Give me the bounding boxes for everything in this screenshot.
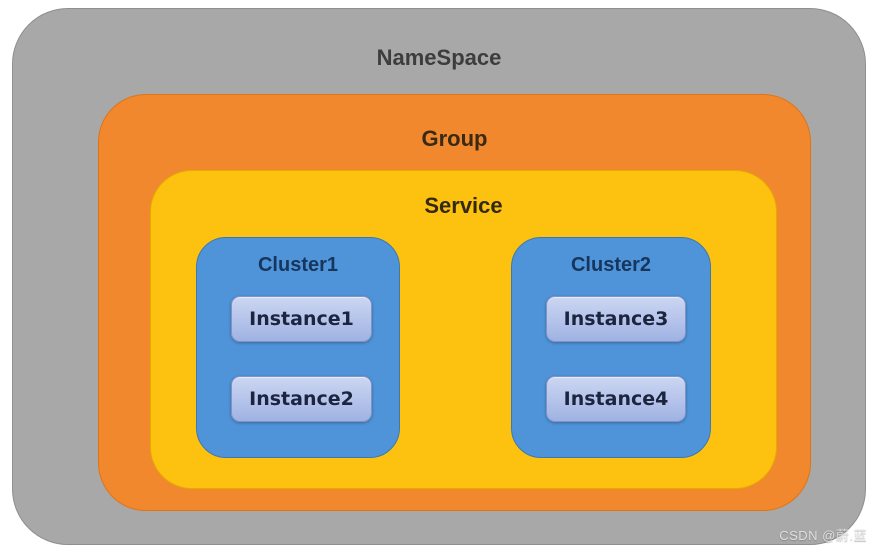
group-box: Group Service Cluster1 Instance1 Instanc… xyxy=(98,94,811,511)
instance1-label: Instance1 xyxy=(249,308,354,330)
instance4-label: Instance4 xyxy=(563,388,669,410)
instance3-box: Instance3 xyxy=(546,296,686,342)
instance1-box: Instance1 xyxy=(231,296,372,342)
instance4-box: Instance4 xyxy=(546,376,686,422)
cluster1-label: Cluster1 xyxy=(257,254,339,276)
instance2-box: Instance2 xyxy=(231,376,372,422)
namespace-box: NameSpace Group Service Cluster1 Instanc… xyxy=(12,8,866,545)
instance3-label: Instance3 xyxy=(563,308,669,330)
group-label: Group xyxy=(421,126,488,151)
service-box: Service Cluster1 Instance1 Instance2 Clu… xyxy=(150,170,777,489)
cluster2-label: Cluster2 xyxy=(570,254,652,276)
service-label: Service xyxy=(424,193,503,218)
watermark: CSDN @蔚.蓝 xyxy=(779,528,867,543)
cluster2-box: Cluster2 Instance3 Instance4 xyxy=(511,237,711,458)
cluster1-box: Cluster1 Instance1 Instance2 xyxy=(196,237,400,458)
namespace-label: NameSpace xyxy=(376,45,502,70)
instance2-label: Instance2 xyxy=(249,388,354,410)
